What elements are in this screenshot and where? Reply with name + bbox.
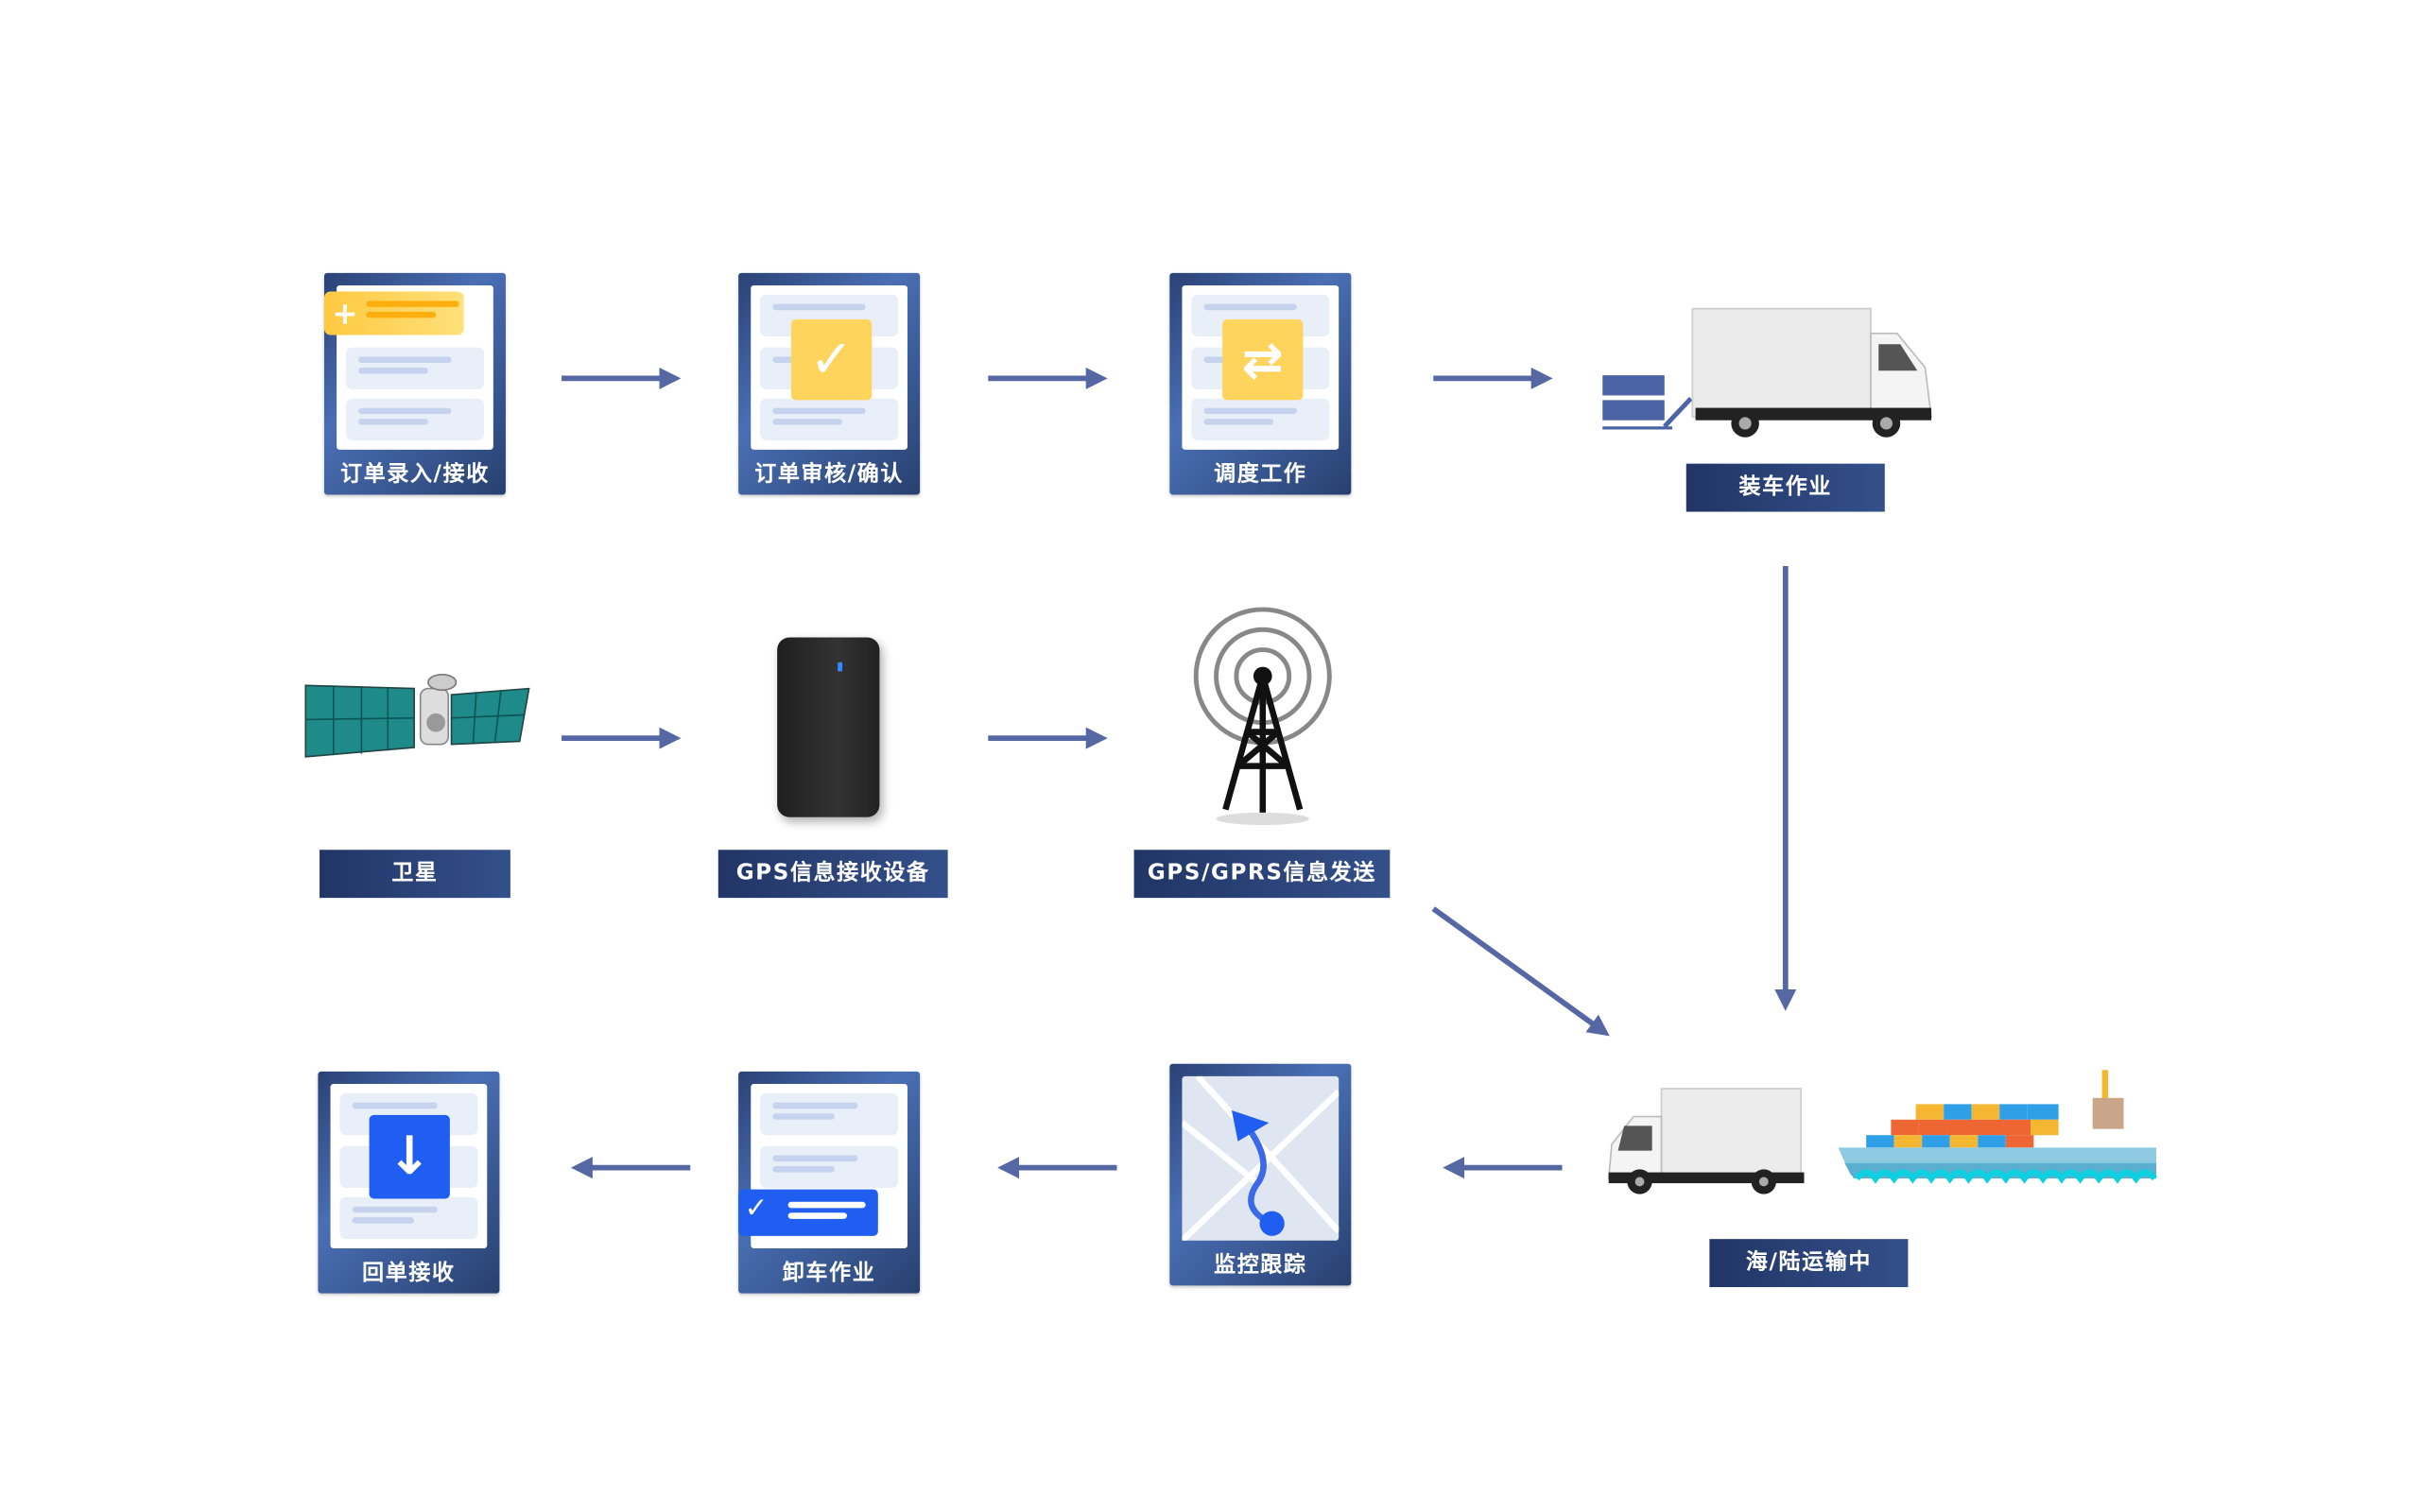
download-icon: ↓ — [369, 1114, 450, 1199]
monitor-card: 监控跟踪 — [1169, 1063, 1352, 1286]
arrow — [1431, 906, 1610, 1037]
gps-device-icon — [777, 637, 880, 817]
map-route-icon — [1180, 1074, 1341, 1244]
unloading-label: 卸车作业 — [782, 1261, 876, 1286]
cargo-ship-icon — [1838, 1070, 2157, 1184]
receipt-label: 回单接收 — [362, 1261, 456, 1286]
order-review-label: 订单审核/确认 — [754, 462, 904, 488]
loading-truck-icon — [1602, 307, 1932, 438]
gps-device-label: GPS信息接收设备 — [717, 850, 948, 899]
dispatch-label: 调度工作 — [1214, 462, 1307, 488]
signal-tower-icon — [1193, 607, 1332, 826]
order-review-card: ✓ 订单审核/确认 — [738, 272, 921, 495]
checklist-icon: ✓ — [738, 1189, 878, 1236]
unloading-card: ✓ 卸车作业 — [738, 1071, 921, 1294]
monitor-label: 监控跟踪 — [1214, 1252, 1307, 1279]
satellite-label: 卫星 — [320, 850, 510, 899]
loading-label: 装车作业 — [1685, 463, 1885, 512]
gps-send-label: GPS/GPRS信息发送 — [1133, 850, 1391, 899]
transport-label: 海/陆运输中 — [1709, 1239, 1909, 1288]
dispatch-card: ⇄ 调度工作 — [1169, 272, 1352, 495]
plus-note-icon: + — [323, 291, 464, 335]
order-entry-label: 订单录入/接收 — [340, 462, 490, 488]
truck-icon — [1607, 1088, 1805, 1194]
satellite-icon — [304, 674, 530, 758]
receipt-card: ↓ 回单接收 — [318, 1071, 500, 1294]
order-entry-card: + 订单录入/接收 — [323, 272, 506, 495]
check-icon: ✓ — [790, 319, 873, 401]
swap-icon: ⇄ — [1222, 319, 1304, 401]
